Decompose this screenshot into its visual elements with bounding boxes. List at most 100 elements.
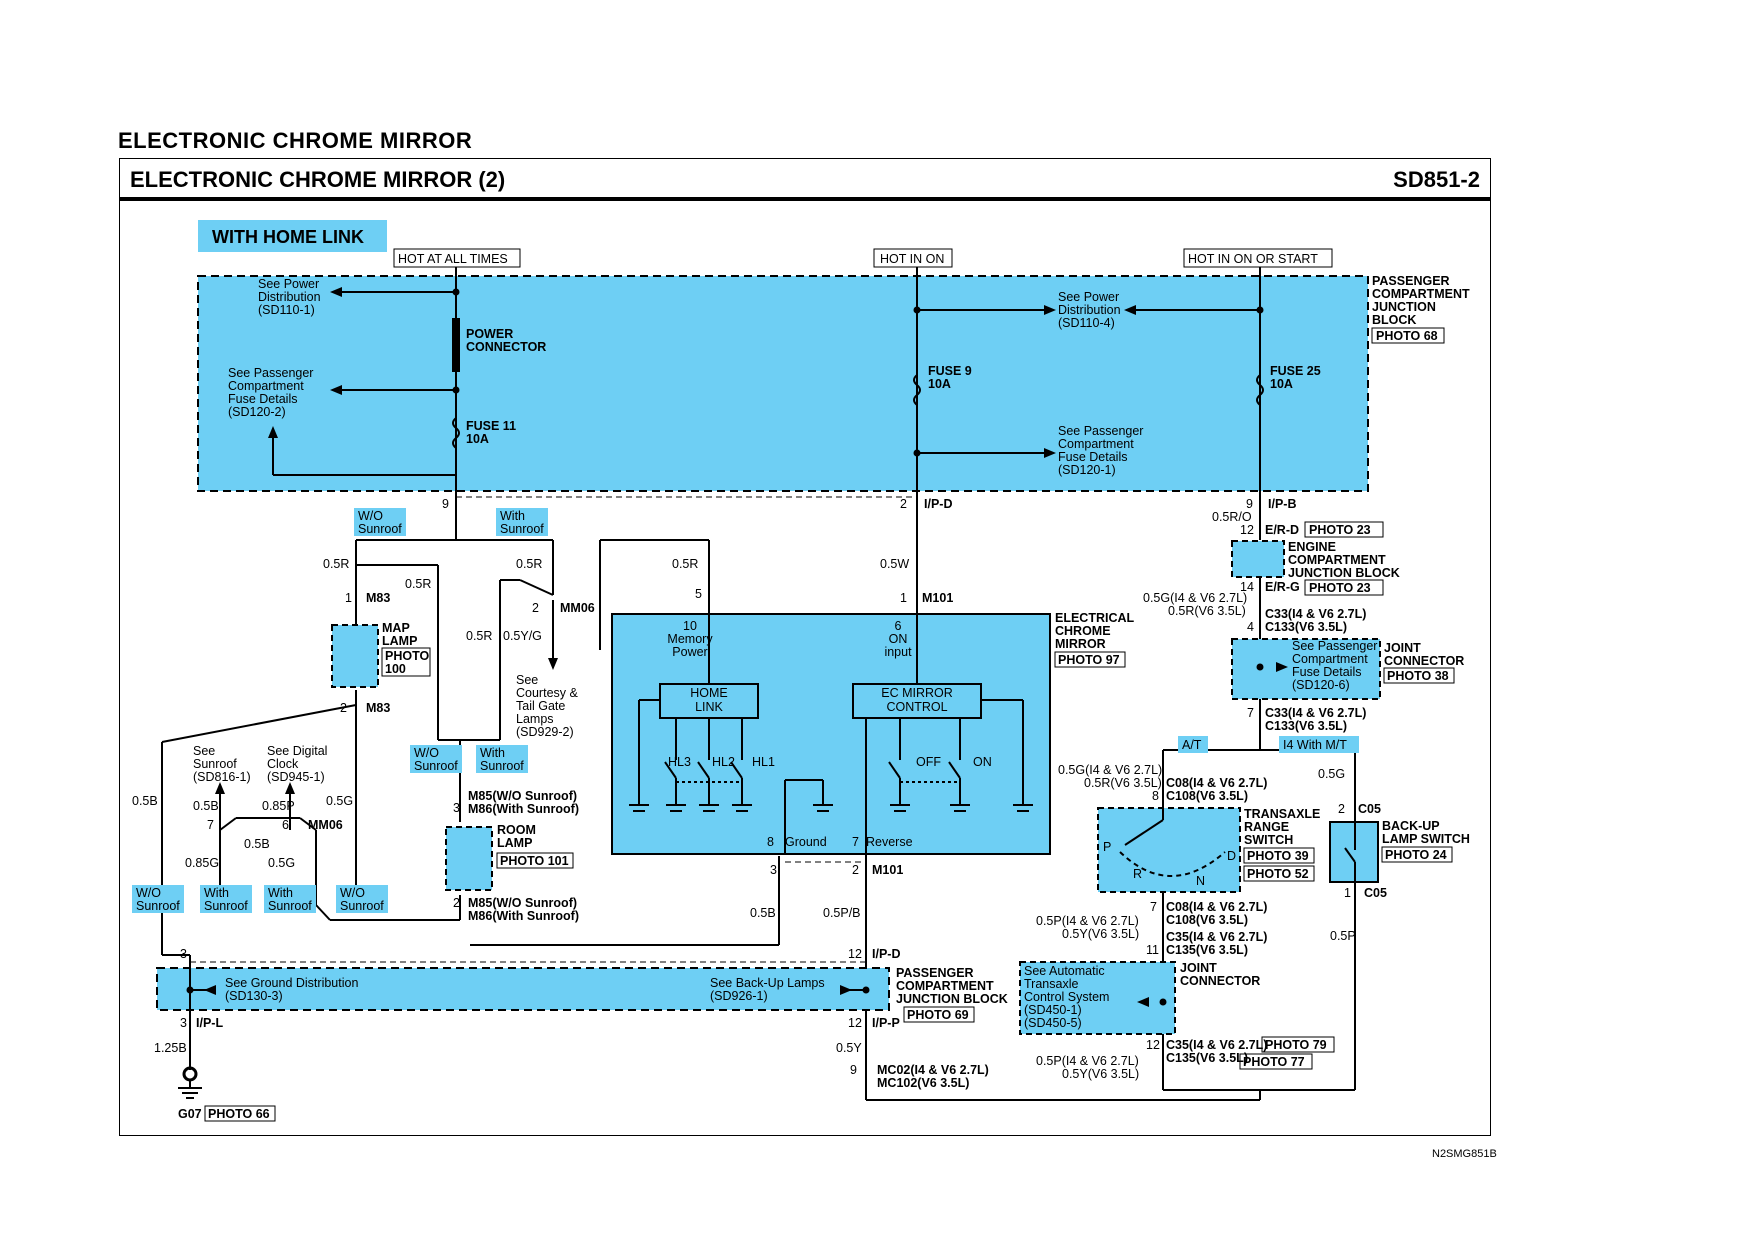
svg-text:0.85P: 0.85P	[262, 799, 295, 813]
svg-text:I/P-D: I/P-D	[924, 497, 952, 511]
svg-text:M83: M83	[366, 701, 390, 715]
hot-in-on-or-start-label: HOT IN ON OR START	[1188, 252, 1318, 266]
svg-text:See Power: See Power	[1058, 290, 1119, 304]
svg-text:M85(W/O Sunroof): M85(W/O Sunroof)	[468, 789, 577, 803]
svg-text:Sunroof: Sunroof	[414, 759, 458, 773]
svg-text:C135(V6 3.5L): C135(V6 3.5L)	[1166, 943, 1248, 957]
svg-text:JUNCTION BLOCK: JUNCTION BLOCK	[1288, 566, 1400, 580]
svg-text:OFF: OFF	[916, 755, 941, 769]
svg-text:0.5B: 0.5B	[193, 799, 219, 813]
svg-text:ENGINE: ENGINE	[1288, 540, 1336, 554]
svg-text:See Passenger: See Passenger	[1292, 639, 1377, 653]
svg-text:C05: C05	[1364, 886, 1387, 900]
svg-text:(SD929-2): (SD929-2)	[516, 725, 574, 739]
svg-text:Control System: Control System	[1024, 990, 1109, 1004]
svg-text:See Passenger: See Passenger	[228, 366, 313, 380]
see-pcfd-3: See Passenger Compartment Fuse Details (…	[1292, 639, 1377, 692]
svg-text:CONNECTOR: CONNECTOR	[1180, 974, 1260, 988]
diagram-code: SD851-2	[1393, 167, 1480, 192]
svg-text:MM06: MM06	[308, 818, 343, 832]
engine-compartment-junction-block	[1231, 540, 1285, 578]
svg-text:LINK: LINK	[695, 700, 723, 714]
svg-text:C35(I4 & V6 2.7L): C35(I4 & V6 2.7L)	[1166, 930, 1267, 944]
svg-text:PHOTO 52: PHOTO 52	[1247, 867, 1309, 881]
transaxle-range-switch	[1097, 807, 1241, 893]
passenger-junction-block-top	[197, 275, 1369, 492]
see-power-dist-1: See Power Distribution (SD110-1)	[258, 277, 321, 317]
svg-text:14: 14	[1240, 580, 1254, 594]
diagram-header: ELECTRONIC CHROME MIRROR (2) SD851-2	[120, 159, 1490, 201]
svg-text:0.5W: 0.5W	[880, 557, 909, 571]
svg-text:11: 11	[1146, 943, 1159, 957]
hot-at-all-times-label: HOT AT ALL TIMES	[398, 252, 508, 266]
see-courtesy: See Courtesy & Tail Gate Lamps (SD929-2)	[516, 673, 578, 739]
svg-text:Sunroof: Sunroof	[480, 759, 524, 773]
svg-text:With: With	[480, 746, 505, 760]
svg-text:Fuse Details: Fuse Details	[1292, 665, 1361, 679]
svg-text:HOME: HOME	[690, 686, 728, 700]
svg-text:ROOM: ROOM	[497, 823, 536, 837]
svg-text:12: 12	[1146, 1038, 1160, 1052]
svg-text:(SD130-3): (SD130-3)	[225, 989, 283, 1003]
sunroof-tags: W/O Sunroof With Sunroof W/O Sunroof Wit…	[132, 508, 548, 913]
svg-text:0.5R(V6 3.5L): 0.5R(V6 3.5L)	[1084, 776, 1162, 790]
svg-text:See: See	[193, 744, 215, 758]
svg-text:SWITCH: SWITCH	[1244, 833, 1293, 847]
svg-text:Ground: Ground	[785, 835, 827, 849]
svg-text:D: D	[1227, 849, 1236, 863]
svg-text:Compartment: Compartment	[228, 379, 304, 393]
svg-text:LAMP: LAMP	[497, 836, 532, 850]
svg-text:C135(V6 3.5L): C135(V6 3.5L)	[1166, 1051, 1248, 1065]
ecm-label: ELECTRICAL CHROME MIRROR PHOTO 97	[1054, 611, 1135, 668]
memory-power-pin: 10 Memory Power 6 ON input HOME LINK EC …	[667, 619, 952, 714]
svg-text:RANGE: RANGE	[1244, 820, 1289, 834]
svg-text:CONNECTOR: CONNECTOR	[466, 340, 546, 354]
svg-text:PHOTO 24: PHOTO 24	[1385, 848, 1447, 862]
svg-text:0.5R: 0.5R	[672, 557, 698, 571]
svg-text:R: R	[1133, 867, 1142, 881]
svg-text:TRANSAXLE: TRANSAXLE	[1244, 807, 1320, 821]
see-automatic: See Automatic Transaxle Control System (…	[1024, 964, 1109, 1030]
svg-text:2: 2	[532, 601, 539, 615]
svg-text:input: input	[884, 645, 912, 659]
svg-text:G07: G07	[178, 1107, 202, 1121]
backup-switch-label: BACK-UP LAMP SWITCH PHOTO 24	[1381, 819, 1470, 863]
map-room-wiring	[161, 492, 554, 956]
svg-text:PHOTO 38: PHOTO 38	[1387, 669, 1449, 683]
passenger-junction-block-bottom	[156, 967, 890, 1011]
svg-text:COMPARTMENT: COMPARTMENT	[1288, 553, 1386, 567]
svg-text:JUNCTION: JUNCTION	[1372, 300, 1436, 314]
svg-text:M83: M83	[366, 591, 390, 605]
svg-text:0.5P/B: 0.5P/B	[823, 906, 861, 920]
svg-text:0.5G(I4 & V6 2.7L): 0.5G(I4 & V6 2.7L)	[1058, 763, 1162, 777]
ground-g07: G07 PHOTO 66	[178, 1066, 276, 1122]
joint-connector-bottom-label: JOINT CONNECTOR	[1180, 961, 1260, 988]
svg-text:Sunroof: Sunroof	[193, 757, 237, 771]
fuse9-circuit	[913, 267, 1050, 600]
svg-text:JOINT: JOINT	[1384, 641, 1421, 655]
svg-text:Sunroof: Sunroof	[268, 899, 312, 913]
svg-text:0.5P(I4 & V6 2.7L): 0.5P(I4 & V6 2.7L)	[1036, 914, 1139, 928]
svg-text:FUSE 9: FUSE 9	[928, 364, 972, 378]
svg-text:PHOTO 69: PHOTO 69	[907, 1008, 969, 1022]
fuse25-label: FUSE 25 10A	[1270, 364, 1321, 391]
svg-text:JUNCTION BLOCK: JUNCTION BLOCK	[896, 992, 1008, 1006]
svg-text:2: 2	[852, 863, 859, 877]
svg-text:E/R-D: E/R-D	[1265, 523, 1299, 537]
svg-text:(SD120-6): (SD120-6)	[1292, 678, 1350, 692]
see-pcfd-2: See Passenger Compartment Fuse Details (…	[1058, 424, 1143, 477]
joint-connector-bottom	[1019, 961, 1176, 1035]
svg-text:7: 7	[1150, 900, 1157, 914]
svg-text:10A: 10A	[928, 377, 951, 391]
svg-text:CONTROL: CONTROL	[886, 700, 947, 714]
hot-in-on-label: HOT IN ON	[880, 252, 944, 266]
svg-text:Sunroof: Sunroof	[204, 899, 248, 913]
svg-text:PHOTO 97: PHOTO 97	[1058, 653, 1120, 667]
svg-text:Distribution: Distribution	[258, 290, 321, 304]
svg-text:4: 4	[1247, 620, 1254, 634]
svg-text:See Ground Distribution: See Ground Distribution	[225, 976, 358, 990]
transaxle-label: TRANSAXLE RANGE SWITCH PHOTO 39 PHOTO 52	[1243, 807, 1320, 882]
svg-text:(SD816-1): (SD816-1)	[193, 770, 251, 784]
svg-text:12: 12	[1240, 523, 1254, 537]
svg-text:9: 9	[1246, 497, 1253, 511]
